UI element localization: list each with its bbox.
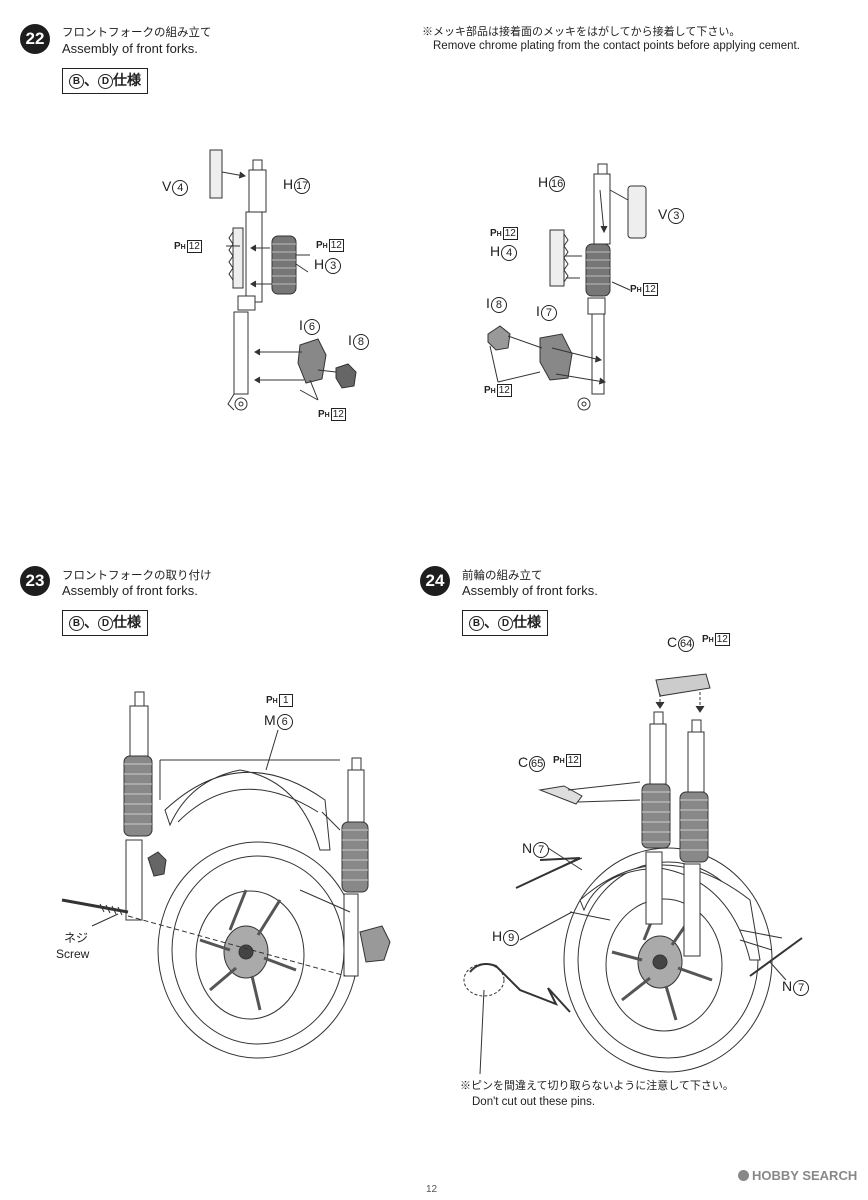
- chrome-note-en: Remove chrome plating from the contact p…: [433, 40, 800, 52]
- screw-label-jp: ネジ: [64, 931, 89, 945]
- fork-22-left-drawing: [209, 149, 357, 411]
- step-number-badge: 24: [420, 566, 450, 596]
- spec-variant-d: D: [98, 616, 113, 631]
- chrome-note-jp: ※メッキ部品は接着面のメッキをはがしてから接着して下さい。: [422, 26, 741, 38]
- watermark-logo: HOBBY SEARCH: [738, 1168, 857, 1183]
- pins-note-jp: ※ピンを間違えて切り取らないように注意して下さい。: [460, 1080, 734, 1092]
- step-number-badge: 23: [20, 566, 50, 596]
- pins-note-en: Don't cut out these pins.: [472, 1096, 596, 1108]
- step-title-jp: フロントフォークの取り付け: [62, 570, 212, 582]
- step-title-en: Assembly of front forks.: [462, 583, 598, 598]
- spec-variant-b: B: [69, 616, 84, 631]
- spec-variant-d: D: [98, 74, 113, 89]
- spec-variant-b: B: [69, 74, 84, 89]
- logo-icon: [738, 1170, 749, 1181]
- page-number: 12: [426, 1184, 438, 1195]
- spec-text: 仕様: [113, 614, 141, 630]
- screw-label-en: Screw: [56, 947, 90, 961]
- spec-variant-b: B: [469, 616, 484, 631]
- step-title-jp: 前輪の組み立て: [462, 570, 543, 582]
- spec-variant-d: D: [498, 616, 513, 631]
- assembly-24-drawing: [463, 673, 803, 1075]
- spec-text: 仕様: [113, 72, 141, 88]
- step-number-badge: 22: [20, 24, 50, 54]
- assembly-23-drawing: [61, 691, 391, 1059]
- spec-text: 仕様: [513, 614, 541, 630]
- step-title-en: Assembly of front forks.: [62, 41, 198, 56]
- fork-22-right-drawing: [487, 163, 647, 411]
- step-title-jp: フロントフォークの組み立て: [62, 27, 212, 39]
- step-title-en: Assembly of front forks.: [62, 583, 198, 598]
